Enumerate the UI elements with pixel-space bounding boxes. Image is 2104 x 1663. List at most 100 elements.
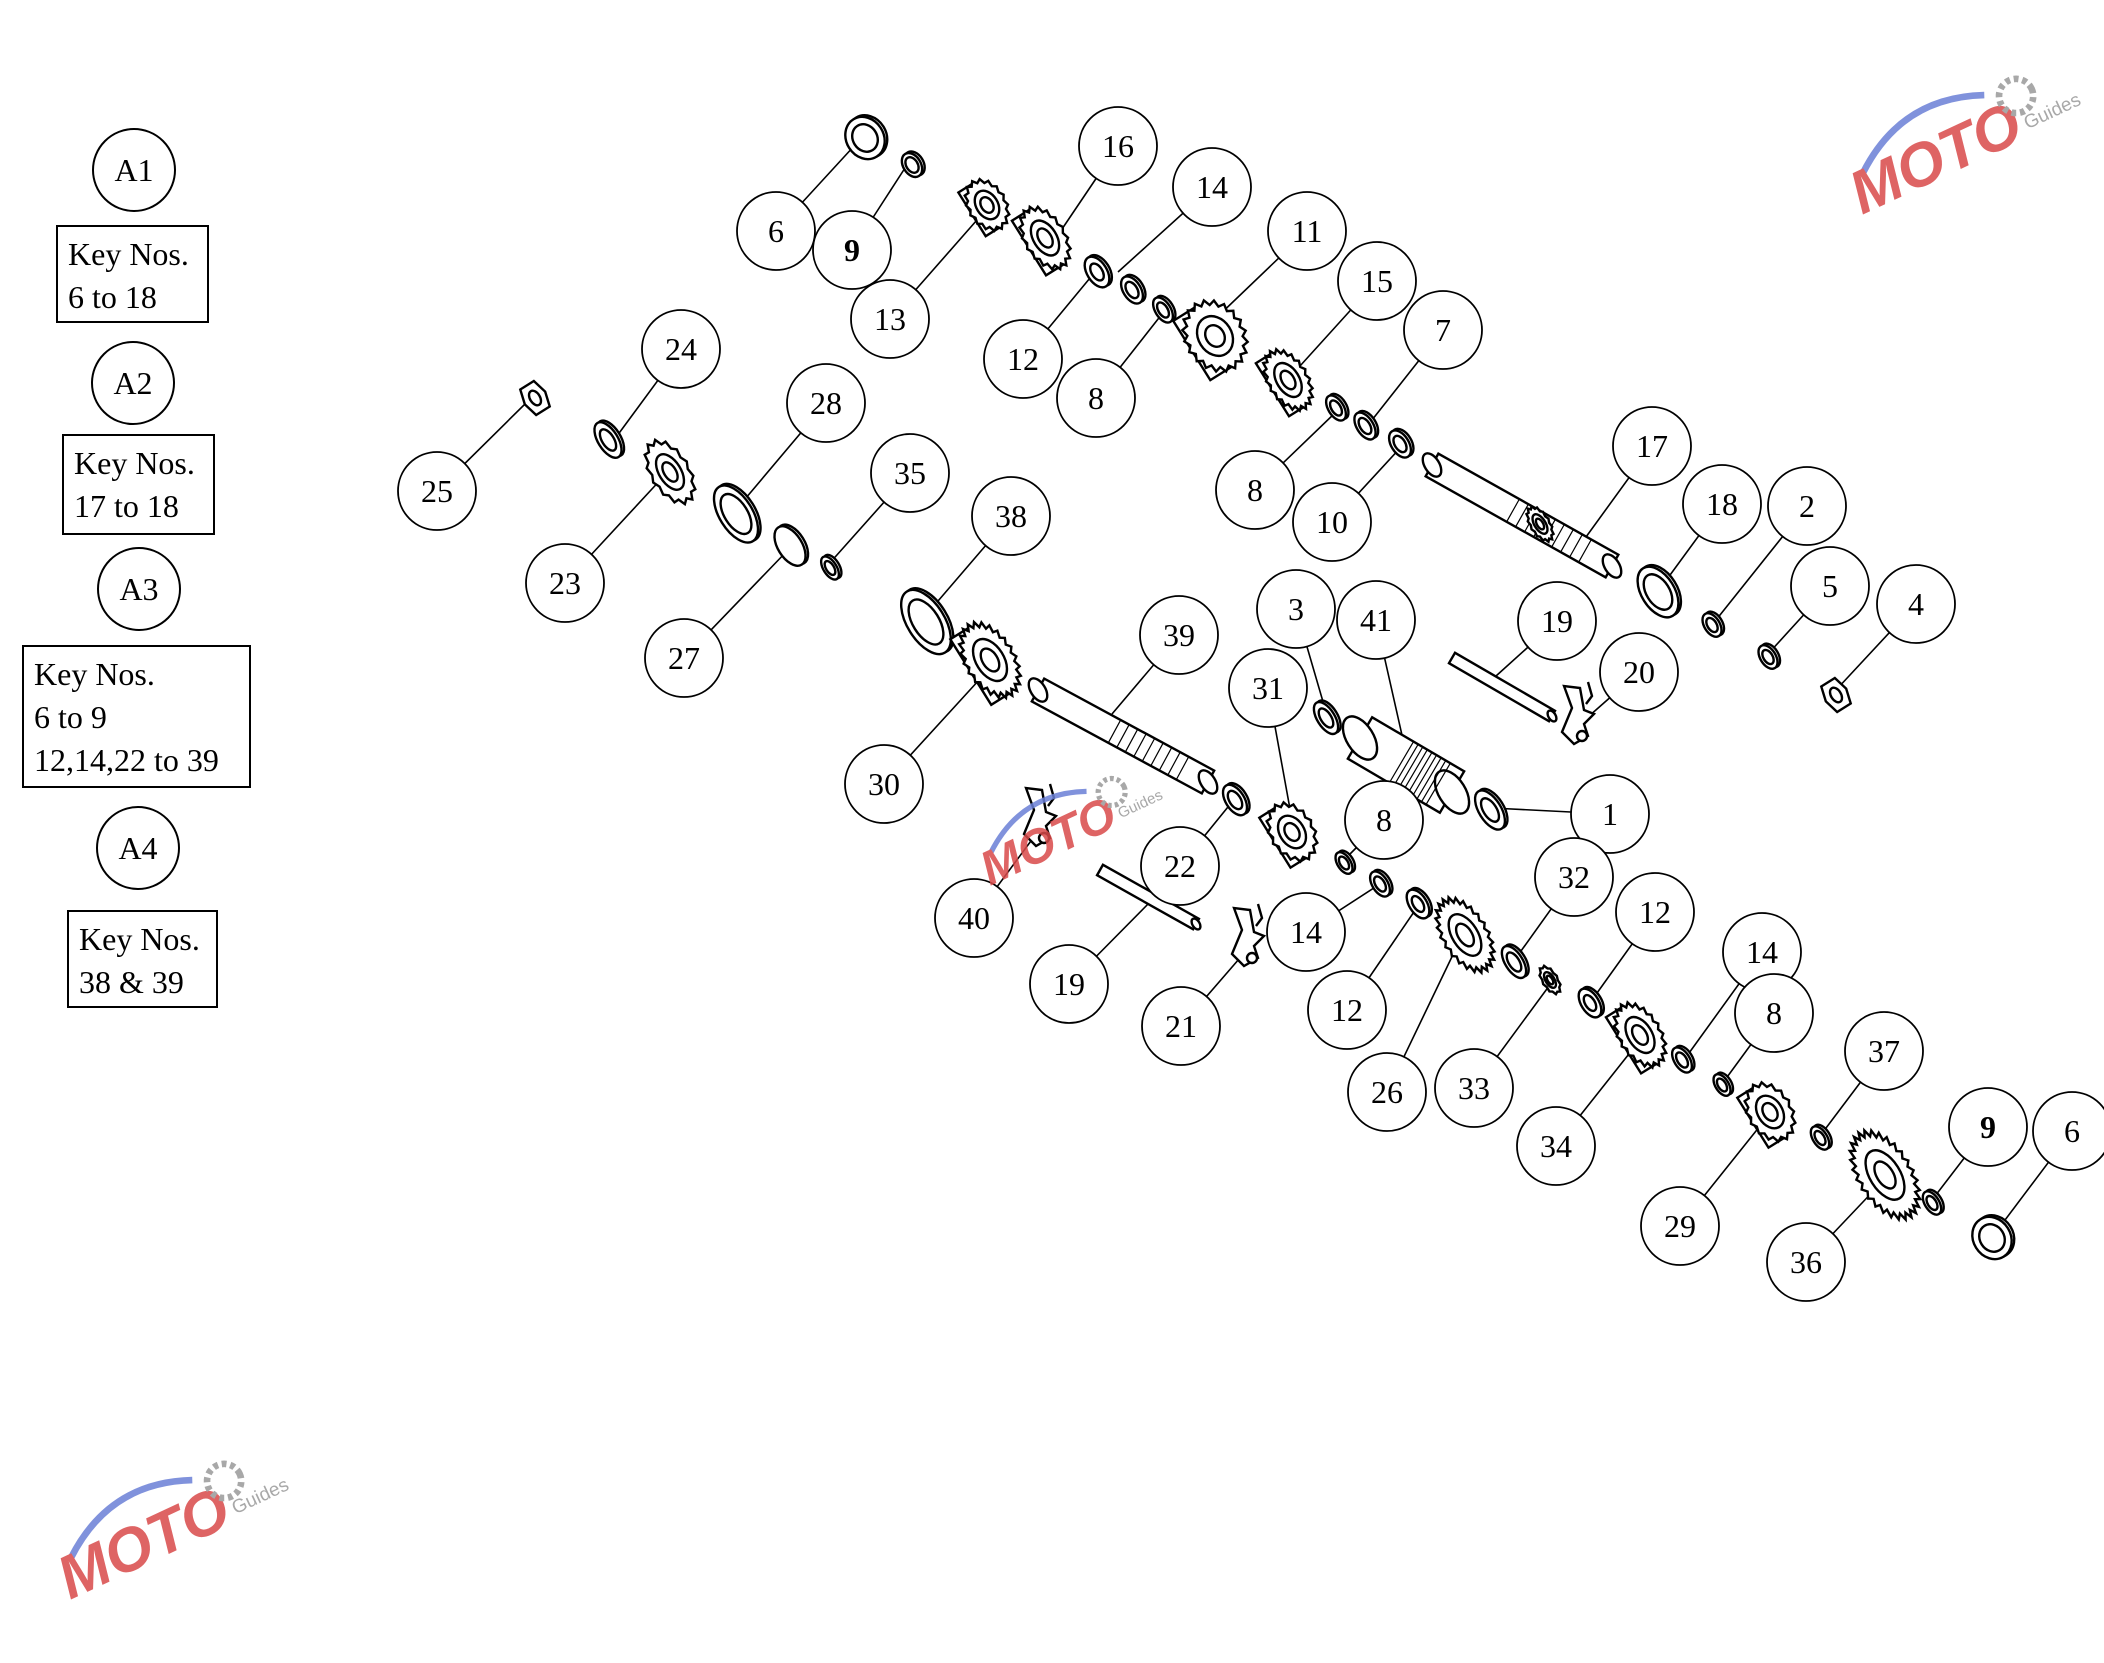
key-box-line: 12,14,22 to 39 [34, 742, 219, 778]
callout-23: 23 [525, 543, 605, 623]
clip-8-lower [1334, 849, 1357, 875]
callout-number: 32 [1558, 859, 1590, 895]
washer-32 [1500, 943, 1530, 980]
bush-12-right [1577, 985, 1606, 1019]
callout-number: 41 [1360, 602, 1392, 638]
callout-19: 19 [1517, 581, 1597, 661]
gear-16 [1010, 204, 1073, 277]
fork-20 [1560, 681, 1597, 746]
callout-8: 8 [1056, 358, 1136, 438]
callout-number: 13 [874, 301, 906, 337]
callout-3: 3 [1256, 569, 1336, 649]
nut-25 [518, 379, 552, 417]
callout-19: 19 [1029, 944, 1109, 1024]
logo-sub-text: Guides [2021, 89, 2084, 133]
callout-number: 38 [995, 498, 1027, 534]
gear-15 [1254, 347, 1315, 418]
callout-number: 11 [1292, 213, 1323, 249]
section-label-a3: A3 [97, 547, 181, 631]
washer-5 [1757, 642, 1782, 670]
bush-12-lower [1405, 886, 1434, 920]
callout-number: 5 [1822, 568, 1838, 604]
callout-number: 27 [668, 640, 700, 676]
key-box-line: Key Nos. [68, 236, 189, 272]
callout-number: 39 [1163, 617, 1195, 653]
key-box-line: 17 to 18 [74, 488, 179, 524]
bush-3 [1312, 699, 1342, 736]
callout-31: 31 [1228, 648, 1308, 728]
callout-29: 29 [1640, 1186, 1720, 1266]
callout-10: 10 [1292, 482, 1372, 562]
callout-number: 8 [1088, 380, 1104, 416]
washer-10 [1387, 427, 1415, 459]
bush-12-top [1083, 253, 1114, 289]
callout-40: 40 [934, 878, 1014, 958]
callout-number: 26 [1371, 1074, 1403, 1110]
callout-14: 14 [1266, 892, 1346, 972]
callout-27: 27 [644, 618, 724, 698]
callout-number: 12 [1007, 341, 1039, 377]
callout-number: 8 [1247, 472, 1263, 508]
callout-number: 12 [1331, 992, 1363, 1028]
bearing-1 [1473, 787, 1509, 831]
callout-number: 35 [894, 455, 926, 491]
gear-26 [1433, 894, 1497, 976]
gear-34 [1604, 1000, 1669, 1076]
ring-35 [819, 553, 843, 581]
gear-13 [956, 177, 1011, 238]
callout-number: 19 [1541, 603, 1573, 639]
callout-number: 25 [421, 473, 453, 509]
callout-number: 14 [1746, 934, 1778, 970]
fork-21 [1230, 903, 1267, 968]
callout-12: 12 [1307, 970, 1387, 1050]
callout-13: 13 [850, 279, 930, 359]
clip-8-top [1151, 294, 1177, 324]
callout-35: 35 [870, 433, 950, 513]
washer-14-lower [1368, 868, 1394, 898]
key-box-a1: Key Nos.6 to 18 [56, 225, 209, 323]
callout-28: 28 [786, 363, 866, 443]
shaft-30 [1027, 676, 1219, 796]
callout-number: 22 [1164, 848, 1196, 884]
key-box-line: 38 & 39 [79, 964, 184, 1000]
sprocket-23 [643, 437, 697, 507]
callout-14: 14 [1172, 147, 1252, 227]
callout-24: 24 [641, 309, 721, 389]
callout-15: 15 [1337, 241, 1417, 321]
key-box-line: Key Nos. [34, 656, 155, 692]
callout-number: 6 [768, 213, 784, 249]
callout-number: 28 [810, 385, 842, 421]
section-label-text: A3 [119, 571, 158, 607]
callout-number: 21 [1165, 1008, 1197, 1044]
callout-11: 11 [1267, 191, 1347, 271]
callout-12: 12 [1615, 872, 1695, 952]
callout-33: 33 [1434, 1048, 1514, 1128]
callout-number: 4 [1908, 586, 1924, 622]
callout-6: 6 [736, 191, 816, 271]
callout-2: 2 [1767, 466, 1847, 546]
callout-number: 12 [1639, 894, 1671, 930]
bearing-18 [1636, 563, 1683, 619]
gear-36 [1847, 1127, 1923, 1223]
washer-33 [1538, 963, 1562, 997]
callout-number: 31 [1252, 670, 1284, 706]
callout-number: 37 [1868, 1033, 1900, 1069]
callout-8: 8 [1215, 450, 1295, 530]
callout-number: 14 [1196, 169, 1228, 205]
bush-22 [1221, 781, 1251, 817]
callout-number: 20 [1623, 654, 1655, 690]
washer-14-right [1670, 1044, 1696, 1074]
callout-41: 41 [1336, 580, 1416, 660]
washer-7 [1353, 409, 1380, 441]
callout-number: 8 [1766, 995, 1782, 1031]
section-label-text: A1 [114, 152, 153, 188]
parts-drawing [518, 114, 2016, 1261]
callout-number: 33 [1458, 1070, 1490, 1106]
spacer-27 [773, 523, 810, 567]
